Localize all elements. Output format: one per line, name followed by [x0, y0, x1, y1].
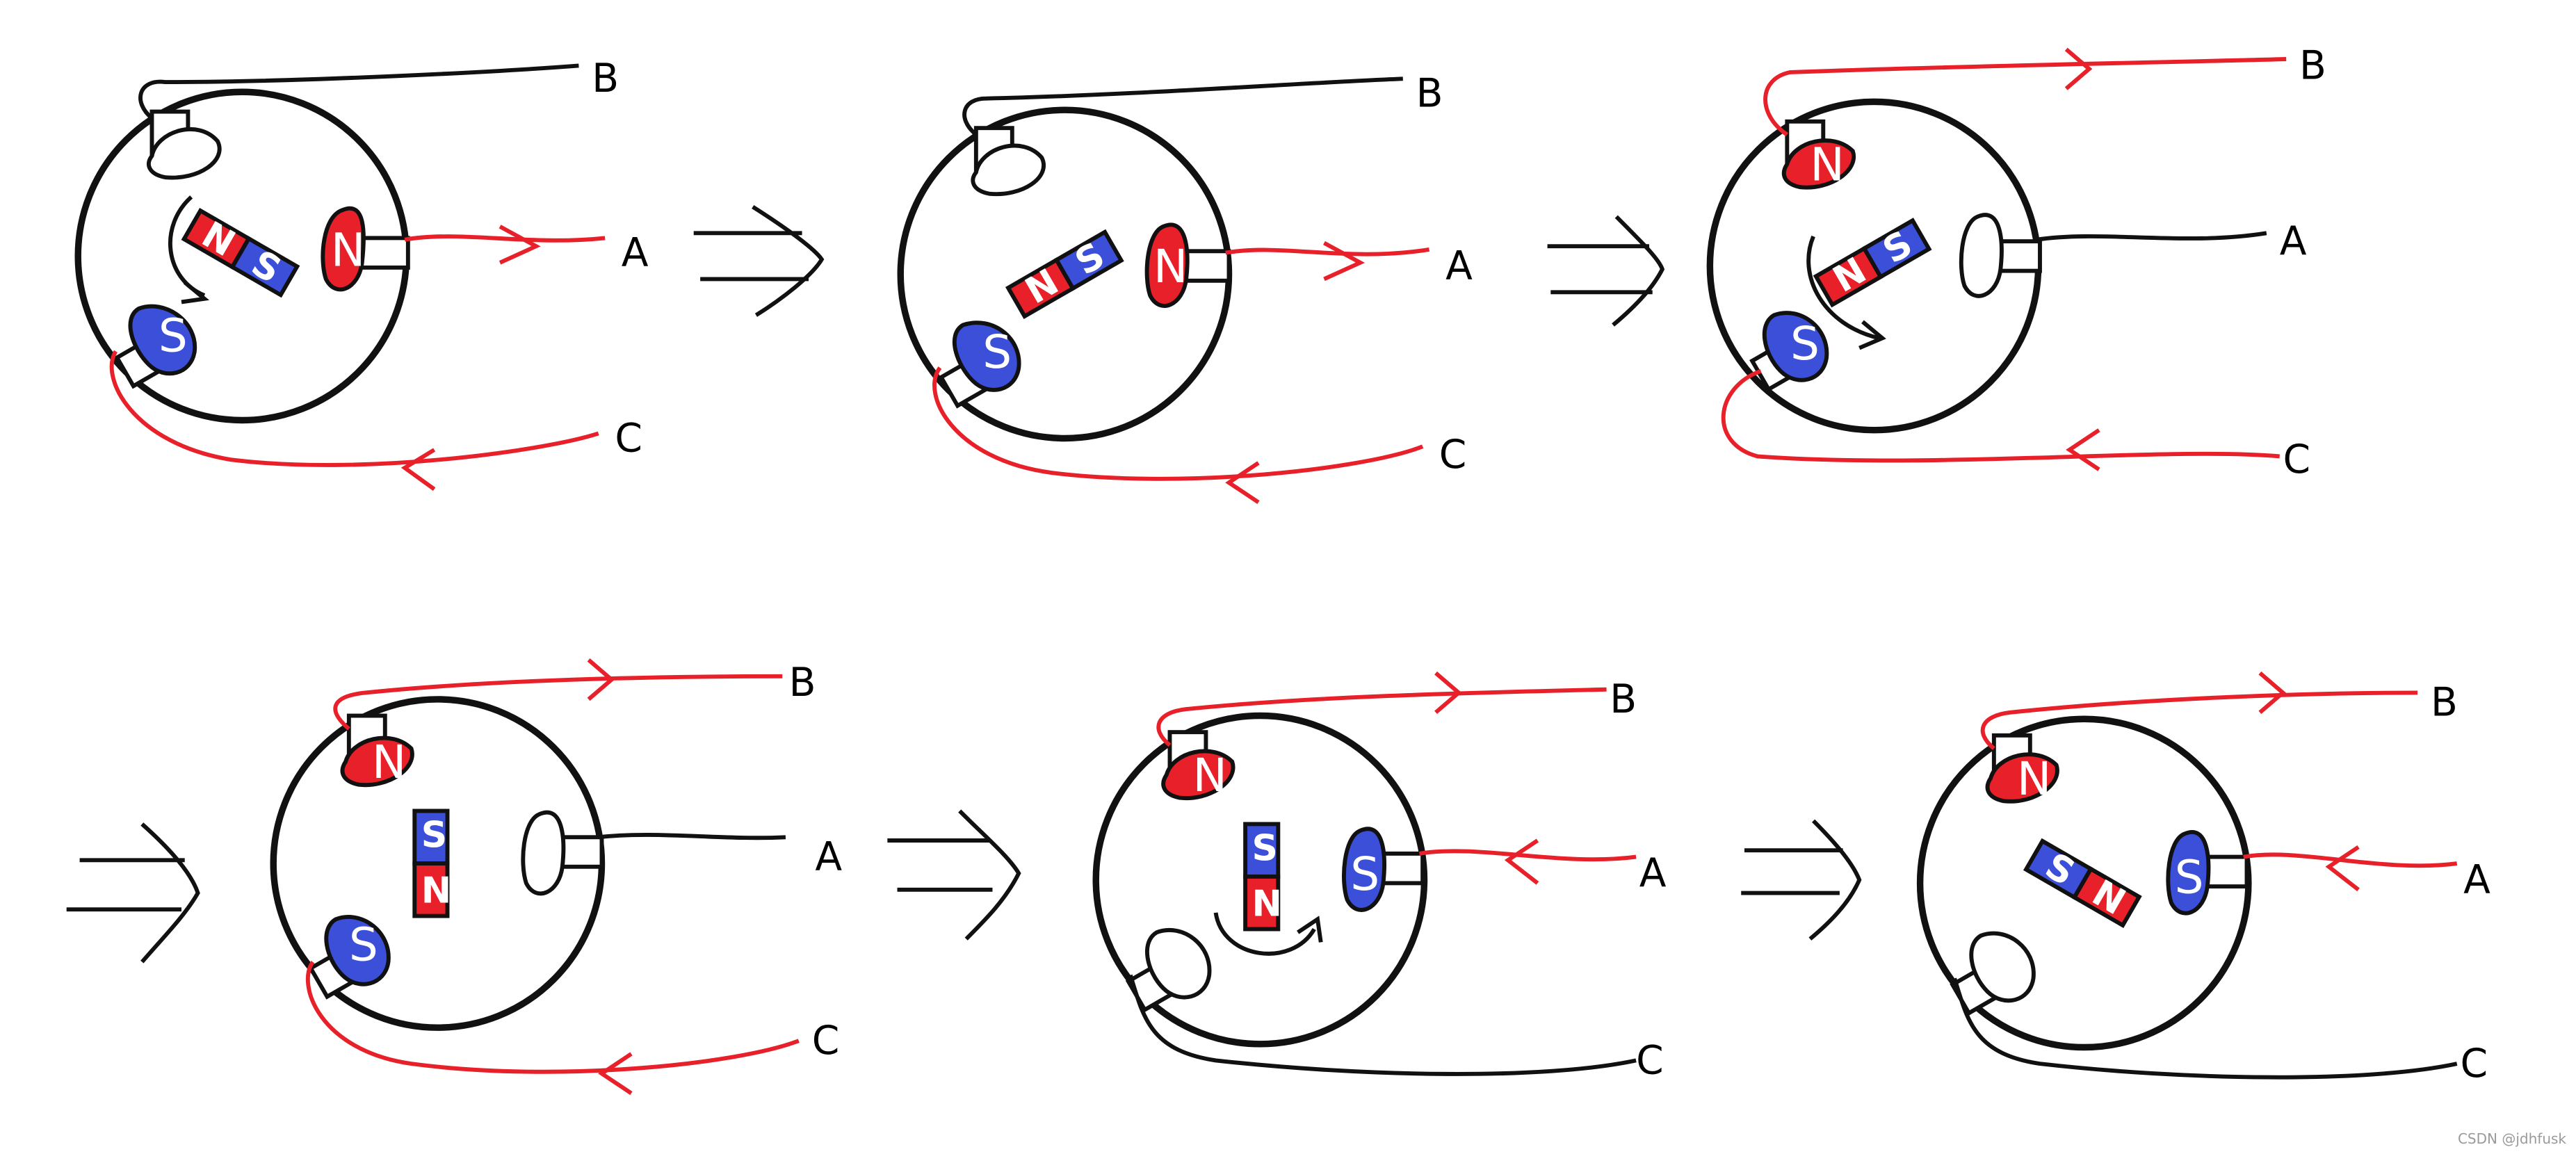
pole-a: N [1144, 222, 1231, 308]
wire-a [1225, 247, 1430, 257]
pole-label-s: S [159, 309, 188, 362]
rotor-magnet: S N [1243, 822, 1282, 932]
wire-c [305, 961, 800, 1074]
label-a: A [1445, 243, 1473, 288]
wire-a [2036, 231, 2267, 242]
step-4-panel: N S S N B A C [270, 658, 842, 1096]
label-b: B [1610, 676, 1637, 722]
wire-a [1418, 849, 1637, 862]
pole-b: N [1161, 730, 1236, 802]
pole-label-n: N [1193, 749, 1227, 802]
label-c: C [1439, 432, 1467, 478]
pole-b: N [1781, 119, 1856, 192]
pole-label-n: N [1810, 138, 1844, 192]
label-b: B [789, 660, 816, 706]
wire-b [1763, 57, 2287, 137]
rotor-magnet: N S [1005, 229, 1124, 319]
rotor-magnet: S N [412, 808, 451, 918]
label-c: C [2283, 437, 2310, 482]
step-2-panel: N S N S B A C [897, 70, 1473, 505]
rotation-arrow [1806, 235, 1880, 341]
wire-c [1721, 368, 2280, 463]
svg-text:S: S [1252, 827, 1278, 869]
pole-a [521, 810, 604, 896]
pole-c [1125, 927, 1212, 1013]
pole-a: S [2166, 830, 2249, 916]
pole-b: N [340, 713, 414, 789]
pole-a: S [1342, 827, 1425, 912]
label-b: B [592, 56, 619, 101]
pole-label-s: S [982, 325, 1012, 379]
wire-b [962, 76, 1403, 136]
step-5-panel: N S S N B A C [1092, 671, 1667, 1083]
label-c: C [812, 1018, 840, 1064]
label-a: A [815, 834, 842, 879]
step-6-panel: N S S N B A C [1916, 671, 2490, 1087]
pole-b [971, 126, 1046, 197]
step-1-panel: N S N S B A C [74, 56, 649, 491]
pole-a [1959, 213, 2042, 298]
pole-c [1950, 931, 2036, 1016]
svg-text:S: S [421, 814, 447, 856]
wire-b [138, 63, 579, 120]
wire-a [598, 833, 786, 840]
pole-b [147, 109, 222, 180]
wire-a [404, 234, 606, 243]
svg-text:N: N [421, 870, 451, 912]
label-a: A [1639, 850, 1667, 896]
label-c: C [1636, 1037, 1664, 1083]
wire-c [1952, 977, 2458, 1080]
pole-label-s: S [1350, 847, 1379, 901]
transition-arrow-5 [1741, 819, 1862, 941]
pole-b: N [1985, 733, 2059, 806]
rotor-magnet: N S [1813, 218, 1932, 308]
label-a: A [2463, 857, 2490, 903]
wire-b [1156, 687, 1607, 747]
label-c: C [615, 415, 642, 461]
wire-c [109, 350, 599, 467]
pole-c: S [938, 320, 1021, 409]
pole-a: N [321, 206, 410, 292]
pole-label-n: N [2017, 752, 2051, 806]
rotation-arrow [1213, 912, 1316, 956]
pole-label-n: N [372, 736, 406, 789]
pole-c: S [307, 915, 391, 1000]
wire-c [1128, 974, 1637, 1076]
transition-arrow-4 [887, 809, 1021, 941]
rotor-magnet: S N [2023, 838, 2142, 929]
label-b: B [1416, 70, 1443, 116]
transition-arrow-2 [1547, 215, 1665, 327]
svg-text:N: N [1252, 884, 1282, 925]
pole-label-s: S [349, 918, 378, 971]
label-a: A [622, 230, 649, 276]
wire-a [2243, 852, 2458, 868]
pole-label-n: N [331, 224, 365, 277]
wire-c [932, 366, 1424, 481]
label-b: B [2431, 680, 2458, 726]
label-c: C [2460, 1041, 2488, 1087]
label-a: A [2280, 218, 2307, 264]
pole-label-s: S [2175, 851, 2204, 904]
step-3-panel: N S N S B A C [1706, 42, 2326, 482]
watermark: CSDN @jdhfusk [2457, 1130, 2566, 1147]
pole-c: S [1749, 311, 1829, 393]
transition-arrow-1 [693, 205, 825, 317]
rotor-magnet: N S [181, 208, 300, 298]
pole-label-s: S [1790, 317, 1820, 371]
pole-label-n: N [1153, 240, 1188, 293]
transition-arrow-3 [66, 822, 200, 964]
wire-b [1980, 690, 2418, 751]
wire-b [333, 674, 783, 731]
pole-c: S [114, 304, 197, 389]
label-b: B [2299, 42, 2326, 88]
